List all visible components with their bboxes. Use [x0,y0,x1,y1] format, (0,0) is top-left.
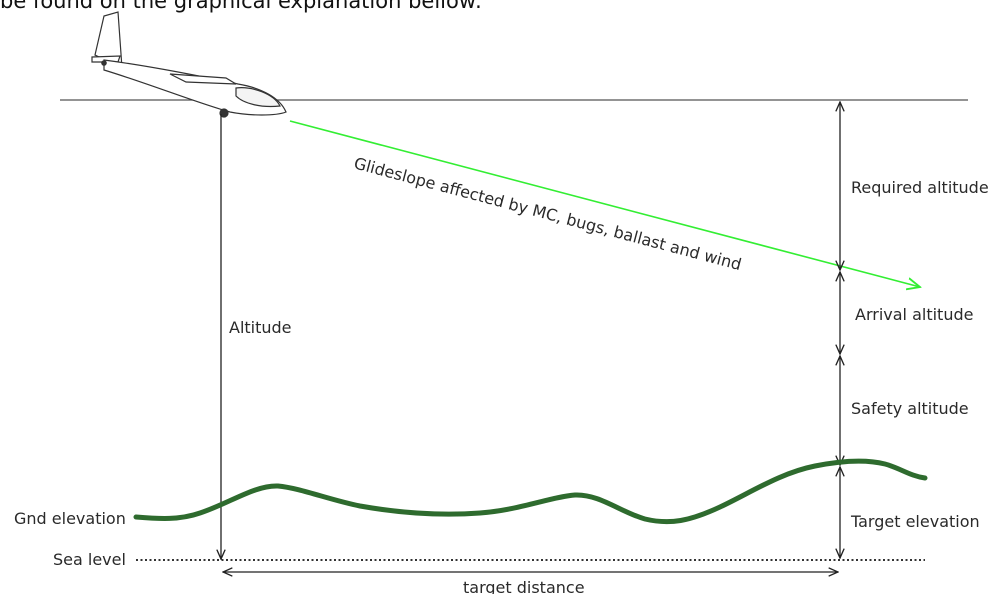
glideslope-label: Glideslope affected by MC, bugs, ballast… [352,153,744,274]
glideslope-line [289,120,920,287]
arrival-altitude-label: Arrival altitude [855,305,973,324]
intro-text: be found on the graphical explanation be… [0,0,482,13]
altitude-label: Altitude [229,318,292,337]
safety-altitude-label: Safety altitude [851,399,969,418]
target-elevation-label: Target elevation [850,512,980,531]
target-distance-label: target distance [463,578,585,594]
glider-icon [91,11,287,118]
sea-level-label: Sea level [53,550,126,569]
terrain-profile [133,458,928,525]
gnd-elevation-label: Gnd elevation [14,509,126,528]
required-altitude-label: Required altitude [851,178,989,197]
